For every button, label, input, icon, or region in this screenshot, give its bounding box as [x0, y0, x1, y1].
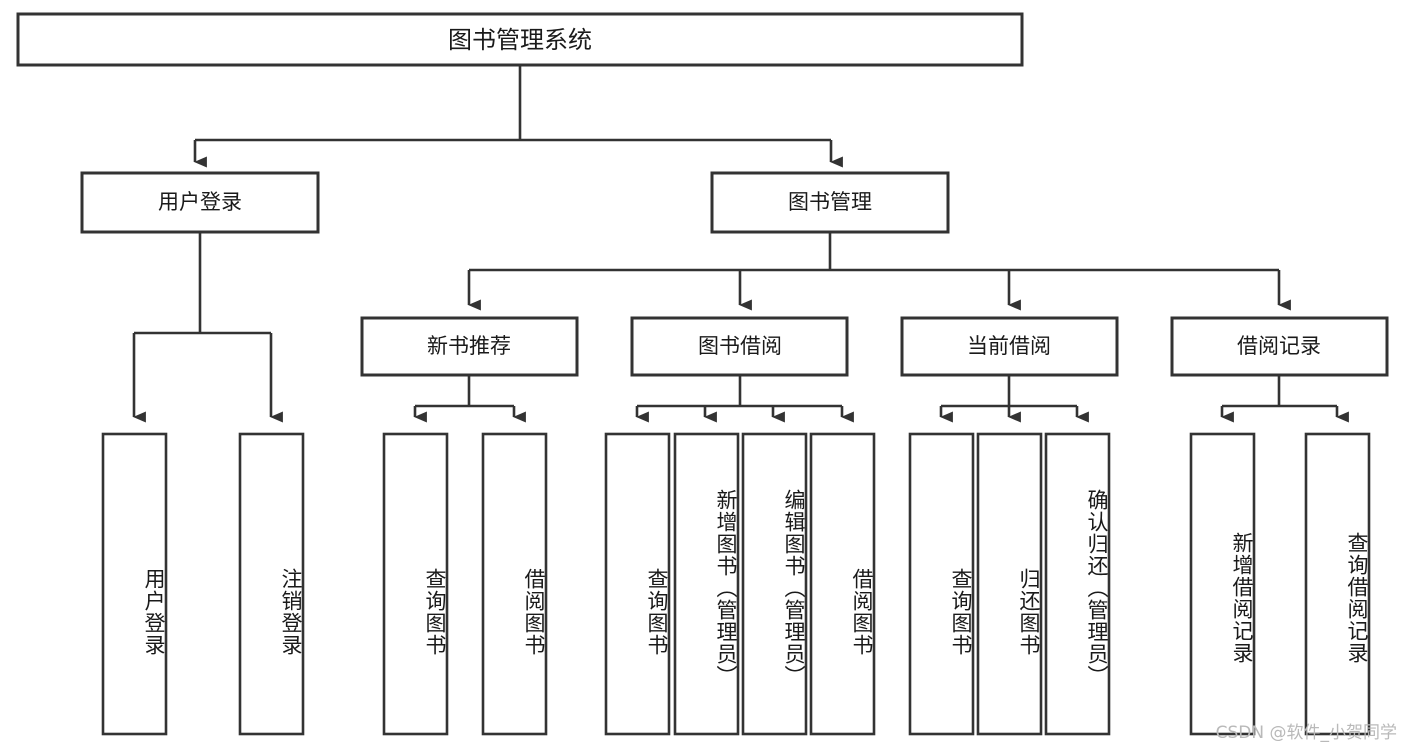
node-book-borrow-box[interactable] [630, 316, 849, 377]
node-current-borrow[interactable]: 当前借阅 [900, 316, 1119, 377]
leaf-box-new-book-1[interactable] [382, 432, 449, 736]
leaf-box-new-book-2[interactable] [481, 432, 548, 736]
node-borrow-record[interactable]: 借阅记录 [1170, 316, 1389, 377]
node-book-borrow[interactable]: 图书借阅 [630, 316, 849, 377]
leaf-box-current-borrow-3[interactable] [1044, 432, 1111, 736]
leaf-box-current-borrow-2[interactable] [976, 432, 1043, 736]
leaf-box-current-borrow-1[interactable] [908, 432, 975, 736]
node-new-book-recommend-box[interactable] [360, 316, 579, 377]
node-book-management-box[interactable] [710, 171, 950, 234]
connector-layer [132, 65, 1349, 423]
node-root-label: 图书管理系统 [448, 26, 592, 54]
node-borrow-record-label: 借阅记录 [1237, 334, 1321, 358]
node-book-management-label: 图书管理 [788, 190, 872, 214]
node-root[interactable]: 图书管理系统 [16, 12, 1024, 67]
node-root-box[interactable] [16, 12, 1024, 67]
node-book-management[interactable]: 图书管理 [710, 171, 950, 234]
leaf-box-borrow-book-1[interactable] [604, 432, 671, 736]
node-user-login[interactable]: 用户登录 [80, 171, 320, 234]
node-current-borrow-box[interactable] [900, 316, 1119, 377]
node-current-borrow-label: 当前借阅 [967, 334, 1051, 358]
leaf-box-user-login-1[interactable] [101, 432, 168, 736]
node-book-borrow-label: 图书借阅 [698, 334, 782, 358]
leaf-box-borrow-record-2[interactable] [1304, 432, 1371, 736]
node-user-login-box[interactable] [80, 171, 320, 234]
leaf-box-borrow-book-3[interactable] [741, 432, 808, 736]
leaf-box-borrow-book-2[interactable] [673, 432, 740, 736]
leaf-layer [101, 432, 1371, 736]
node-new-book-recommend-label: 新书推荐 [427, 334, 511, 358]
node-new-book-recommend[interactable]: 新书推荐 [360, 316, 579, 377]
leaf-box-borrow-book-4[interactable] [809, 432, 876, 736]
node-user-login-label: 用户登录 [158, 190, 242, 214]
leaf-box-user-login-2[interactable] [238, 432, 305, 736]
node-borrow-record-box[interactable] [1170, 316, 1389, 377]
leaf-box-borrow-record-1[interactable] [1189, 432, 1256, 736]
